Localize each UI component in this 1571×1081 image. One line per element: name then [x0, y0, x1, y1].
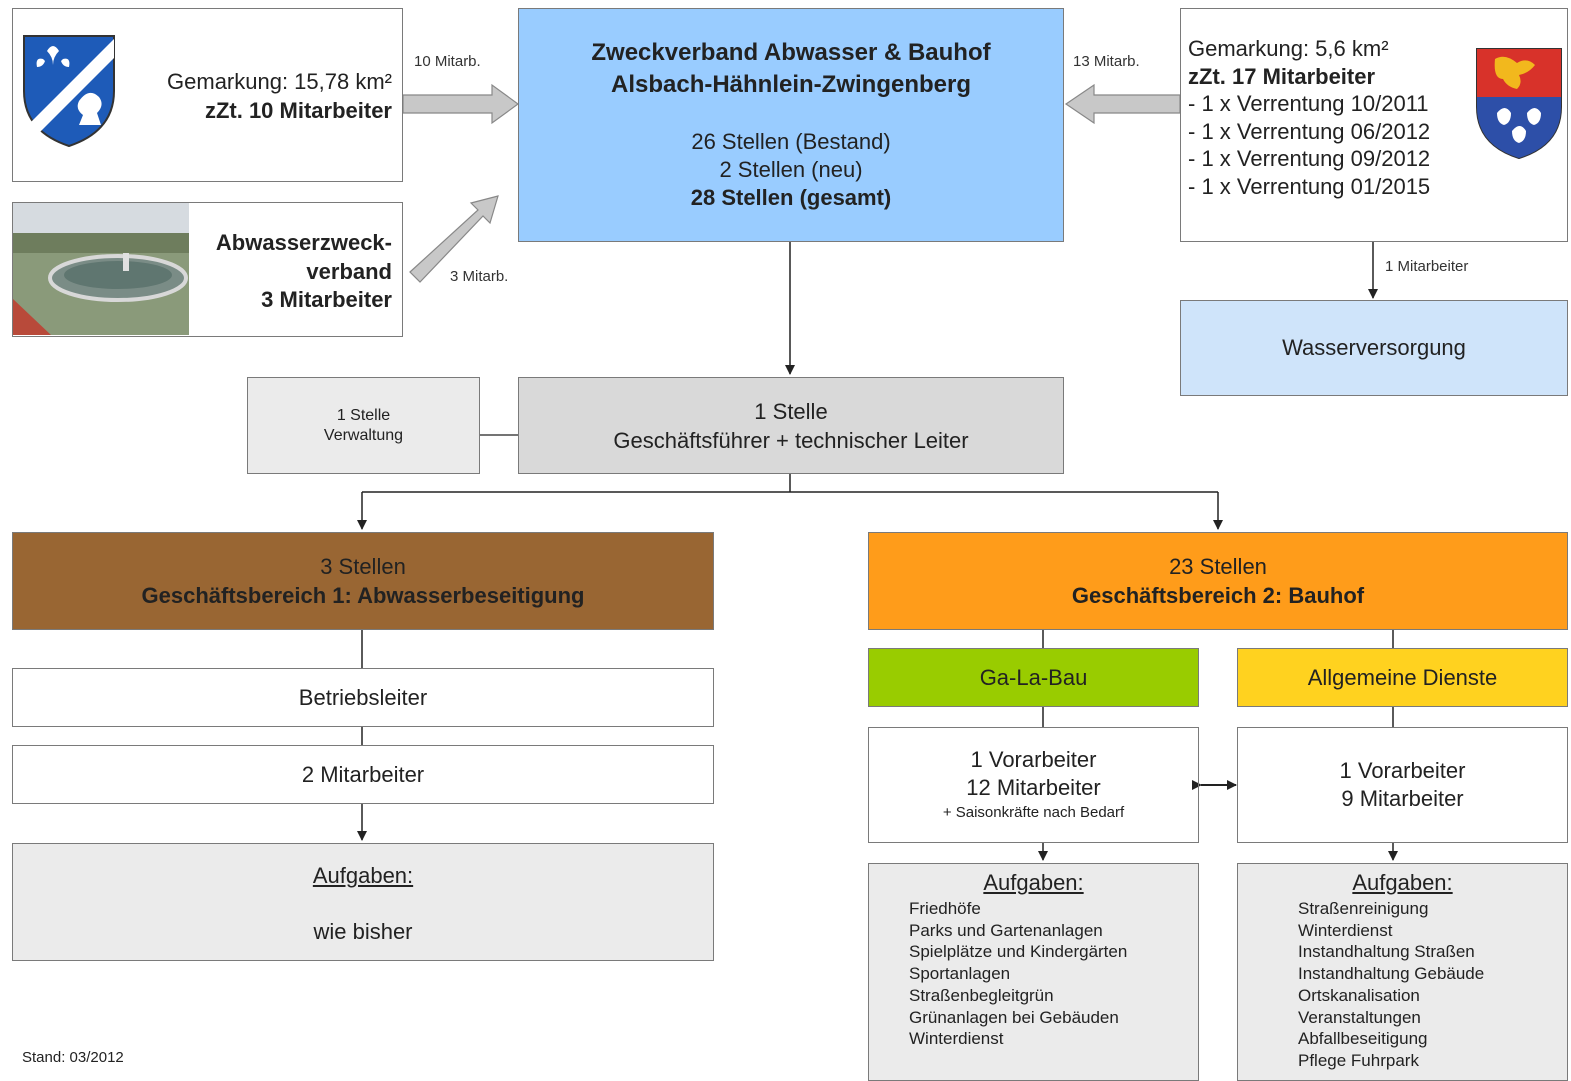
- bereich1-aufgaben-box: Aufgaben: wie bisher: [12, 843, 714, 961]
- arrow-alsbach: [402, 83, 520, 125]
- abwasserverband-line3: 3 Mitarbeiter: [261, 287, 392, 312]
- list-item: Sportanlagen: [909, 964, 1011, 984]
- zweckverband-neu: 2 Stellen (neu): [719, 157, 863, 182]
- bereich1-title: Geschäftsbereich 1: Abwasserbeseitigung: [141, 583, 585, 608]
- dienste-mitarbeiter: 9 Mitarbeiter: [1341, 786, 1464, 811]
- verwaltung-line1: 1 Stelle: [336, 406, 391, 424]
- zwingenberg-gemarkung: Gemarkung: 5,6 km²: [1188, 36, 1389, 61]
- arrow-label-alsbach: 10 Mitarb.: [414, 53, 481, 70]
- bereich1-mitarbeiter-box: 2 Mitarbeiter: [12, 745, 714, 804]
- arrow-zwingenberg: [1064, 83, 1181, 125]
- galabau-aufgaben-list: Friedhöfe Parks und Gartenanlagen Spielp…: [909, 898, 1198, 1050]
- abwasserverband-box: Abwasserzweck- verband 3 Mitarbeiter: [12, 202, 403, 337]
- galabau-personal-box: 1 Vorarbeiter 12 Mitarbeiter + Saisonkrä…: [868, 727, 1199, 843]
- abwasserverband-line1: Abwasserzweck-: [215, 230, 392, 255]
- wasserversorgung-label: Wasserversorgung: [1282, 335, 1466, 360]
- alsbach-coat-of-arms-icon: [23, 35, 115, 148]
- bereich1-stellen: 3 Stellen: [320, 554, 406, 579]
- bereich1-box: 3 Stellen Geschäftsbereich 1: Abwasserbe…: [12, 532, 714, 630]
- alsbach-mitarbeiter: zZt. 10 Mitarbeiter: [204, 98, 392, 123]
- geschaeftsfuehrer-box: 1 Stelle Geschäftsführer + technischer L…: [518, 377, 1064, 474]
- zwingenberg-coat-of-arms-icon: [1476, 48, 1562, 160]
- list-item: Ortskanalisation: [1298, 985, 1420, 1005]
- list-item: Instandhaltung Straßen: [1298, 942, 1475, 962]
- galabau-aufgaben-title: Aufgaben:: [983, 870, 1084, 895]
- zwingenberg-verrentung-4: - 1 x Verrentung 01/2015: [1188, 173, 1431, 199]
- galabau-aufgaben-box: Aufgaben: Friedhöfe Parks und Gartenanla…: [868, 863, 1199, 1081]
- galabau-saison: + Saisonkräfte nach Bedarf: [942, 804, 1125, 821]
- list-item: Winterdienst: [1298, 920, 1393, 940]
- arrow-label-zwingenberg: 13 Mitarb.: [1073, 53, 1140, 70]
- zwingenberg-verrentung-2: - 1 x Verrentung 06/2012: [1188, 118, 1431, 144]
- zwingenberg-mitarbeiter: zZt. 17 Mitarbeiter: [1188, 63, 1376, 89]
- galabau-label: Ga-La-Bau: [979, 664, 1088, 690]
- zweckverband-title1: Zweckverband Abwasser & Bauhof: [591, 39, 991, 66]
- zweckverband-gesamt: 28 Stellen (gesamt): [690, 185, 892, 210]
- galabau-vorarbeiter: 1 Vorarbeiter: [970, 747, 1097, 772]
- arrow-label-wasser: 1 Mitarbeiter: [1385, 258, 1469, 275]
- zwingenberg-verrentung-1: - 1 x Verrentung 10/2011: [1188, 91, 1429, 116]
- list-item: Pflege Fuhrpark: [1298, 1050, 1419, 1070]
- galabau-mitarbeiter: 12 Mitarbeiter: [966, 775, 1101, 800]
- list-item: Straßenreinigung: [1298, 899, 1429, 918]
- alsbach-box: Gemarkung: 15,78 km² zZt. 10 Mitarbeiter: [12, 8, 403, 182]
- zwingenberg-box: Gemarkung: 5,6 km² zZt. 17 Mitarbeiter -…: [1180, 8, 1568, 242]
- bereich1-mitarbeiter-label: 2 Mitarbeiter: [301, 761, 425, 787]
- list-item: Straßenbegleitgrün: [909, 985, 1054, 1005]
- list-item: Friedhöfe: [909, 899, 981, 918]
- dienste-personal-box: 1 Vorarbeiter 9 Mitarbeiter: [1237, 727, 1568, 843]
- list-item: Parks und Gartenanlagen: [909, 920, 1103, 940]
- list-item: Spielplätze und Kindergärten: [909, 942, 1128, 962]
- list-item: Abfallbeseitigung: [1298, 1029, 1428, 1049]
- arrow-label-abwasser: 3 Mitarb.: [450, 268, 509, 285]
- betriebsleiter-label: Betriebsleiter: [298, 684, 428, 710]
- stand-label: Stand: 03/2012: [22, 1049, 124, 1066]
- list-item: Instandhaltung Gebäude: [1298, 964, 1485, 984]
- dienste-aufgaben-list: Straßenreinigung Winterdienst Instandhal…: [1298, 898, 1567, 1072]
- list-item: Veranstaltungen: [1298, 1007, 1421, 1027]
- zweckverband-title2: Alsbach-Hähnlein-Zwingenberg: [610, 71, 972, 98]
- bereich1-aufgaben-text: wie bisher: [313, 919, 413, 944]
- zwingenberg-verrentung-3: - 1 x Verrentung 09/2012: [1188, 146, 1431, 171]
- list-item: Winterdienst: [909, 1029, 1004, 1049]
- abwasserverband-line2: verband: [306, 258, 392, 284]
- dienste-vorarbeiter: 1 Vorarbeiter: [1339, 758, 1466, 783]
- wasserversorgung-box: Wasserversorgung: [1180, 300, 1568, 396]
- bereich2-title: Geschäftsbereich 2: Bauhof: [1071, 583, 1365, 608]
- dienste-aufgaben-box: Aufgaben: Straßenreinigung Winterdienst …: [1237, 863, 1568, 1081]
- bereich2-box: 23 Stellen Geschäftsbereich 2: Bauhof: [868, 532, 1568, 630]
- bereich1-aufgaben-title: Aufgaben:: [312, 863, 414, 888]
- geschaeftsfuehrer-line2: Geschäftsführer + technischer Leiter: [613, 427, 969, 453]
- zweckverband-bestand: 26 Stellen (Bestand): [691, 129, 891, 154]
- dienste-aufgaben-title: Aufgaben:: [1352, 870, 1453, 895]
- zweckverband-box: Zweckverband Abwasser & Bauhof Alsbach-H…: [518, 8, 1064, 242]
- galabau-box: Ga-La-Bau: [868, 648, 1199, 707]
- arrow-abwasser: [409, 195, 499, 283]
- verwaltung-box: 1 Stelle Verwaltung: [247, 377, 480, 474]
- dienste-label: Allgemeine Dienste: [1307, 664, 1498, 690]
- list-item: Grünanlagen bei Gebäuden: [909, 1007, 1119, 1027]
- treatment-plant-photo-icon: [13, 203, 189, 335]
- bereich2-stellen: 23 Stellen: [1169, 554, 1267, 579]
- alsbach-gemarkung: Gemarkung: 15,78 km²: [167, 69, 392, 94]
- dienste-box: Allgemeine Dienste: [1237, 648, 1568, 707]
- verwaltung-line2: Verwaltung: [323, 426, 404, 444]
- geschaeftsfuehrer-line1: 1 Stelle: [754, 398, 828, 424]
- betriebsleiter-box: Betriebsleiter: [12, 668, 714, 727]
